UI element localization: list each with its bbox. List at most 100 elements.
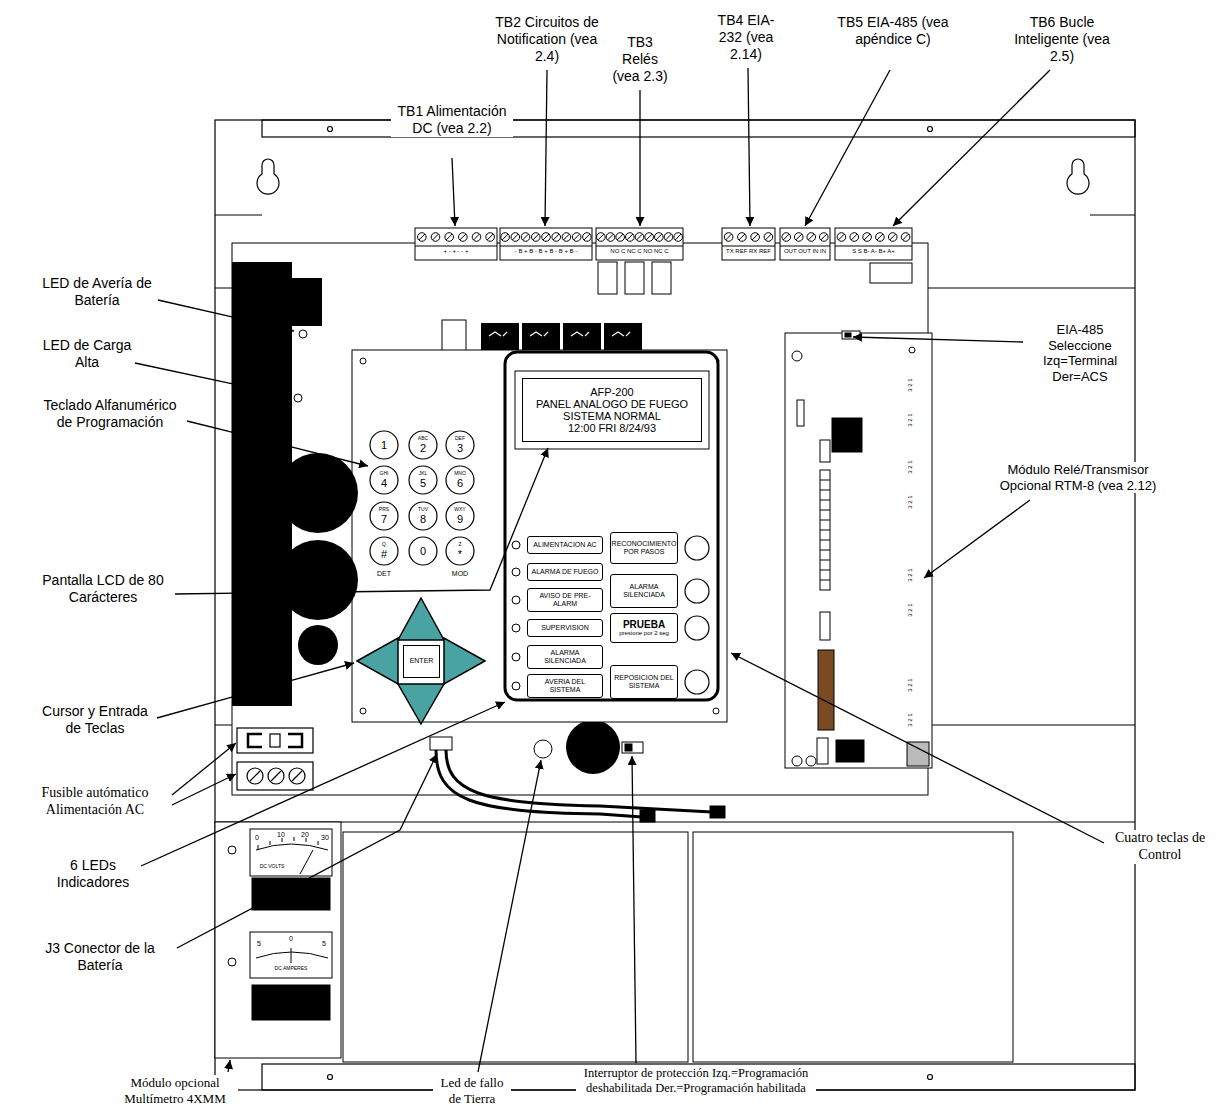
- rtm8-module: [845, 333, 851, 337]
- keypad-key: ABC2: [408, 430, 438, 460]
- terminal-block: [876, 233, 885, 242]
- key-outline: [446, 502, 474, 530]
- fuse: [250, 771, 302, 781]
- relay-terminal-numbers: 3 2 1: [906, 370, 914, 400]
- rtm8-module: [842, 331, 860, 339]
- terminal-block: [584, 234, 590, 240]
- key-outline: [446, 431, 474, 459]
- key-legend: Z: [458, 542, 461, 548]
- multimeter-module: [256, 952, 328, 958]
- cursor-arrows: [398, 684, 444, 724]
- key-outline: [370, 431, 398, 459]
- key-legend: 5: [420, 477, 426, 489]
- keypad-key: 0: [408, 536, 438, 566]
- led-label: SUPERVISION: [527, 619, 603, 637]
- node-text: ALIMENTACION AC: [533, 541, 596, 549]
- node-text: ALARMA SILENCIADA: [530, 649, 600, 664]
- terminal-block: [486, 233, 495, 242]
- key-outline: [409, 502, 437, 530]
- node-text-holder: PRUEBApresione por 2 seg: [611, 614, 677, 642]
- callout-label: Cursor y Entrada de Teclas: [35, 703, 155, 737]
- node-text: AVERIA DEL SISTEMA: [530, 678, 600, 693]
- meter-scale-text: DC AMPERES: [266, 966, 316, 972]
- main-board: [870, 263, 912, 283]
- node-text-holder: DEF3: [445, 430, 475, 460]
- callout-label: Módulo Relé/Transmisor Opcional RTM-8 (v…: [983, 462, 1173, 493]
- leader-line: [135, 68, 1104, 1072]
- rtm8-module: [817, 738, 828, 764]
- terminal-block: [563, 234, 569, 240]
- battery-compartment: [343, 832, 688, 1062]
- main-board: [625, 262, 644, 294]
- terminal-block: [863, 233, 872, 242]
- node-text: 12:00 FRI 8/24/93: [568, 422, 656, 434]
- sounder: [566, 720, 620, 774]
- rtm8-module: [820, 480, 830, 580]
- control-button: [685, 579, 709, 603]
- key-legend: ABC: [418, 436, 428, 442]
- lcd-module: [505, 352, 718, 700]
- sounder: [566, 720, 620, 774]
- node-text: presione por 2 seg: [619, 630, 669, 637]
- terminal-pin-names: + - + - - +: [415, 248, 497, 255]
- terminal-block: [807, 233, 816, 242]
- relay: [530, 332, 548, 336]
- relay-terminal-numbers: 3 2 1: [906, 452, 914, 482]
- terminal-block: [637, 234, 643, 240]
- leader-line: [187, 421, 368, 466]
- terminal-block: [726, 234, 732, 240]
- transformer: [287, 278, 322, 326]
- cabinet: [257, 159, 279, 194]
- node-text: SUPERVISION: [541, 624, 589, 632]
- callout-label: Led de fallo de Tierra: [433, 1075, 511, 1106]
- keypad-plate: [352, 350, 727, 722]
- terminal-block: [552, 233, 561, 242]
- battery-connector: [710, 806, 725, 818]
- main-board: [598, 262, 617, 294]
- terminal-block: [664, 233, 673, 242]
- key-outline: [409, 466, 437, 494]
- terminal-block: [675, 234, 681, 240]
- terminal-block: [783, 234, 789, 240]
- callout-label: Interruptor de protección Izq.=Programac…: [576, 1066, 816, 1096]
- terminal-block: [583, 233, 592, 242]
- status-led: [294, 394, 302, 402]
- control-button: [685, 536, 709, 560]
- key-outline: [409, 431, 437, 459]
- leader-line: [731, 653, 1104, 843]
- cabinet: [1067, 159, 1089, 194]
- keypad-plate: [360, 708, 366, 714]
- node-text: ALARMA SILENCIADA: [613, 583, 675, 598]
- rtm8-module: [785, 333, 932, 768]
- node-text-holder: 1: [369, 430, 399, 460]
- terminal-block: [837, 233, 846, 242]
- node-text-holder: TUV8: [408, 501, 438, 531]
- terminal-block: [562, 233, 571, 242]
- relay-terminal-numbers: 3 2 1: [906, 595, 914, 625]
- node-text-holder: RECONOCIMIENTO POR PASOS: [611, 533, 677, 563]
- fuse: [237, 728, 313, 790]
- keypad-key: JKL5: [408, 465, 438, 495]
- node-text: SISTEMA NORMAL: [563, 410, 661, 422]
- terminal-block: [850, 233, 859, 242]
- rtm8-module: [836, 740, 864, 762]
- rtm8-module: [832, 418, 862, 452]
- terminal-pin-names: NO C NC C NO NC C: [596, 248, 683, 255]
- cabinet: [928, 1075, 933, 1080]
- key-legend: PRS: [379, 507, 389, 513]
- rtm8-module: [797, 400, 804, 426]
- terminal-block: [765, 234, 771, 240]
- callout-label: Pantalla LCD de 80 Carácteres: [33, 572, 173, 606]
- terminal-block: [608, 234, 614, 240]
- terminal-block: [722, 228, 775, 260]
- rtm8-module: [806, 756, 816, 766]
- terminal-block: [877, 234, 883, 240]
- cabinet: [928, 127, 933, 132]
- terminal-block: [722, 246, 775, 247]
- key-legend: TUV: [418, 507, 428, 513]
- terminal-block: [553, 234, 559, 240]
- terminal-block: [626, 233, 635, 242]
- terminal-block: [901, 233, 910, 242]
- leader-line: [228, 1060, 230, 1072]
